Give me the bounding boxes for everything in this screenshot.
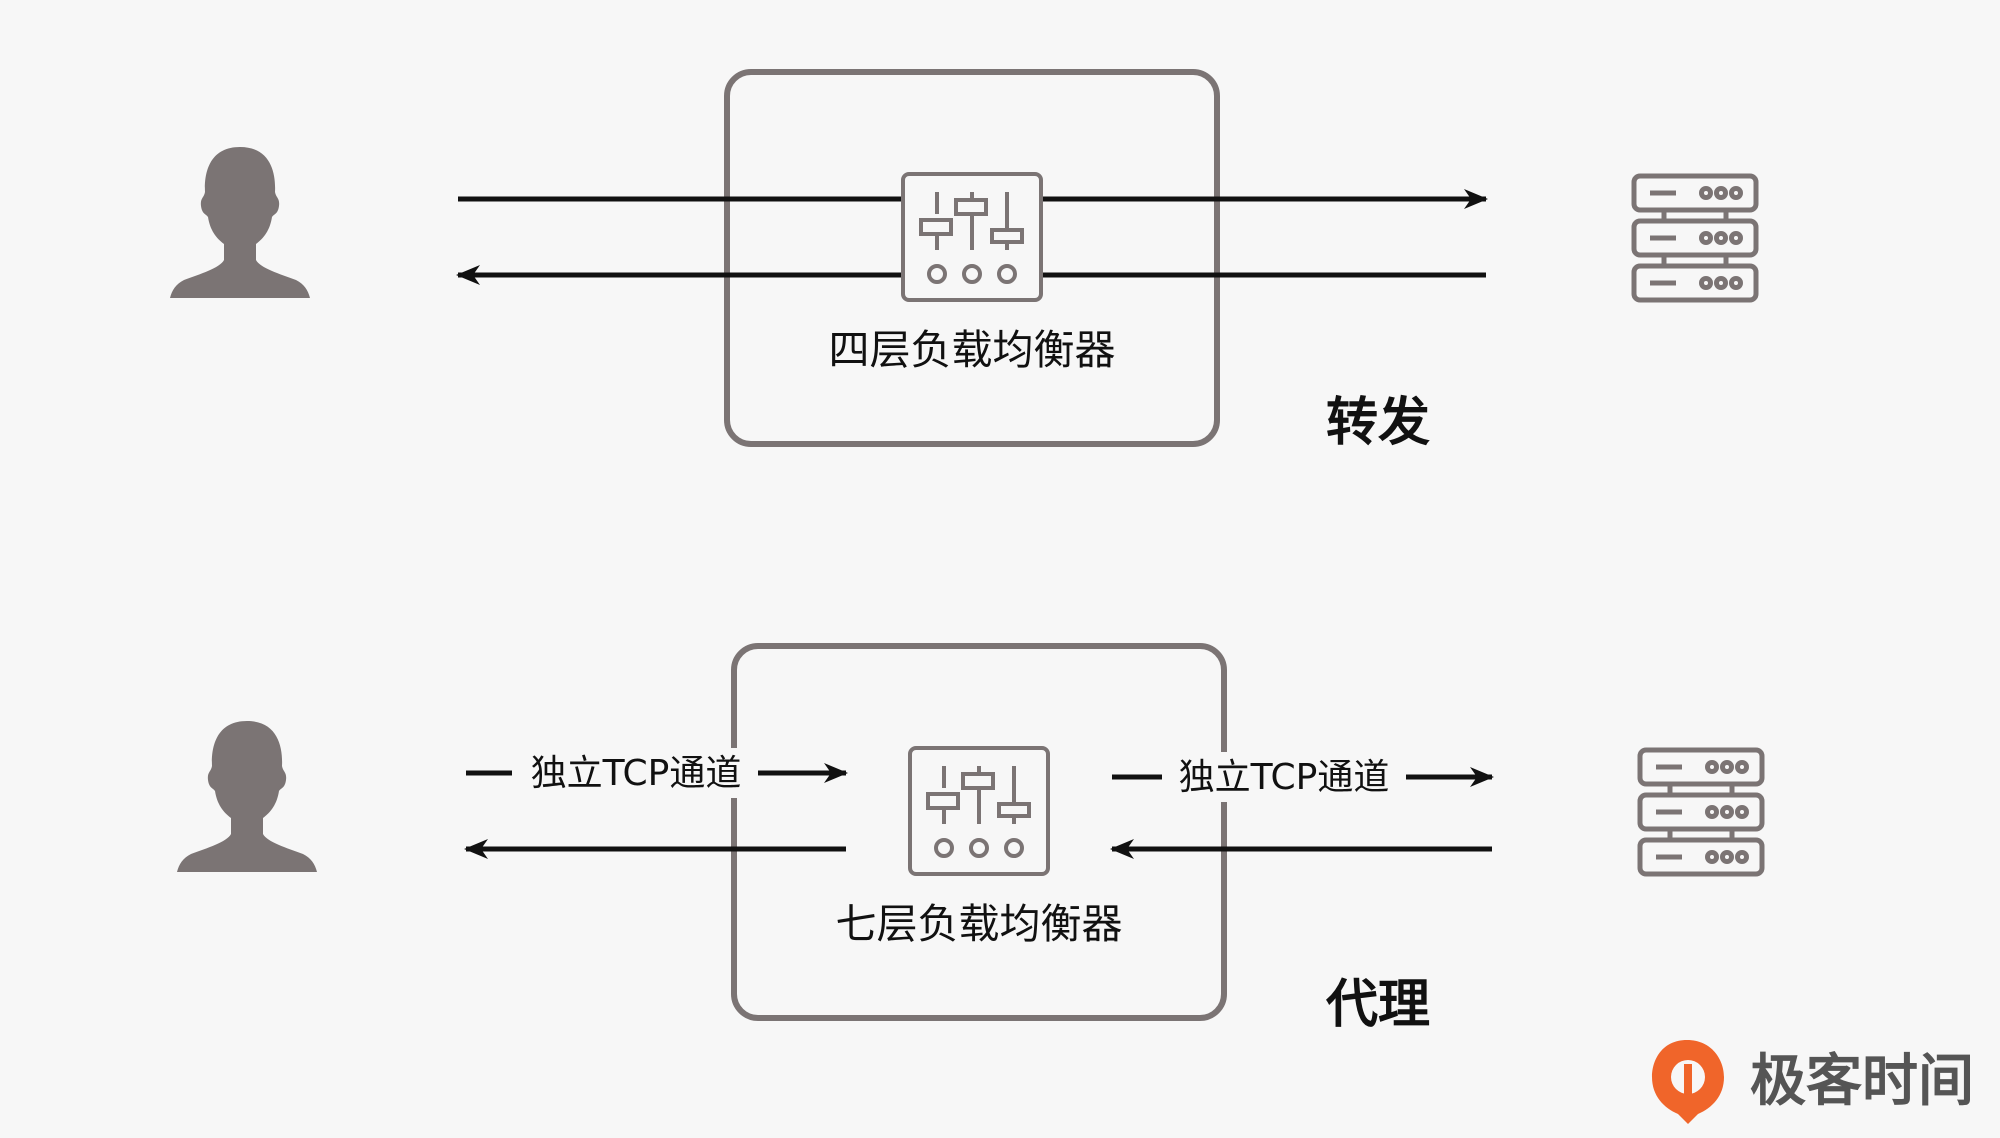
l4-balancer-box bbox=[724, 69, 1220, 447]
right-channel-label: 独立TCP通道 bbox=[1179, 757, 1390, 798]
brand-logo: 极客时间 bbox=[1652, 1040, 1974, 1124]
mixer-sliders-icon bbox=[908, 746, 1050, 876]
user-silhouette-icon bbox=[170, 147, 310, 298]
proxy-mode-label: 代理 bbox=[1325, 975, 1430, 1035]
top-section: 四层负载均衡器 转发 bbox=[170, 69, 1756, 453]
right-channel-label-bg bbox=[1164, 752, 1404, 802]
left-channel-label-bg bbox=[516, 748, 756, 798]
l4-balancer-label: 四层负载均衡器 bbox=[829, 326, 1116, 374]
mixer-sliders-icon bbox=[901, 172, 1043, 302]
brand-name: 极客时间 bbox=[1750, 1049, 1974, 1114]
server-rack-icon bbox=[1634, 176, 1756, 300]
left-channel-label: 独立TCP通道 bbox=[531, 753, 742, 794]
bottom-section: 独立TCP通道 独立TCP通道 七层负载均衡器 代理 bbox=[177, 643, 1762, 1035]
l7-balancer-box bbox=[731, 643, 1227, 1021]
user-silhouette-icon bbox=[177, 721, 317, 872]
geektime-logo-icon bbox=[1652, 1040, 1724, 1124]
l7-balancer-label: 七层负载均衡器 bbox=[836, 900, 1123, 948]
server-rack-icon bbox=[1640, 750, 1762, 874]
forward-mode-label: 转发 bbox=[1326, 393, 1430, 453]
